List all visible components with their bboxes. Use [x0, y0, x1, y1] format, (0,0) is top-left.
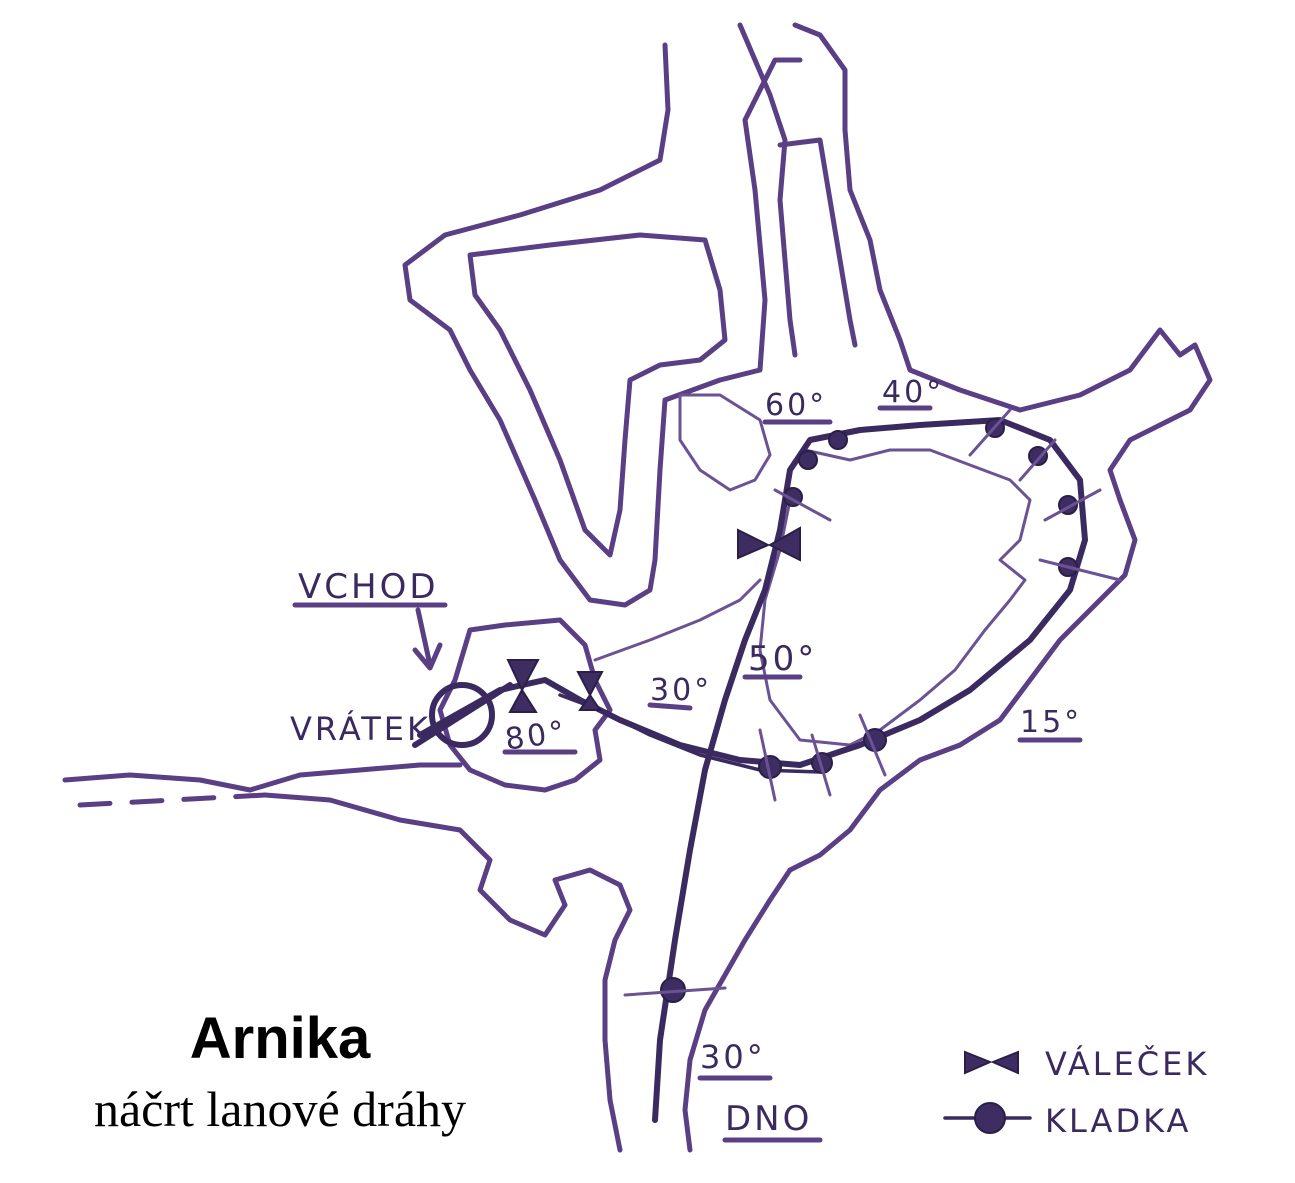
roller	[506, 659, 540, 713]
winch-label: VRÁTEK	[290, 710, 431, 748]
winch-axle	[412, 682, 513, 748]
angle-60-label: 60°	[765, 388, 827, 423]
entrance-arrow	[412, 607, 443, 671]
dashed-passage	[77, 792, 268, 808]
rope-main-loop	[417, 417, 1088, 1123]
entrance-label: VCHOD	[298, 567, 439, 607]
legend-pulley-label: KLADKA	[1045, 1102, 1191, 1140]
legend-roller-label: VÁLEČEK	[1045, 1044, 1209, 1083]
map-title: Arnika	[189, 1006, 371, 1071]
right-corridor-right-wall	[792, 22, 1023, 413]
pulley-supports	[623, 408, 1122, 997]
upper-chamber-outer-wall	[402, 42, 803, 608]
right-corridor-left-wall	[737, 22, 798, 358]
pulley	[828, 430, 848, 450]
bottom-label: DNO	[725, 1099, 812, 1139]
angle-30-upper-label: 30°	[650, 673, 712, 708]
connector-passage	[593, 578, 762, 662]
pulley	[798, 450, 818, 470]
rollers	[506, 526, 801, 713]
angle-30-lower-label: 30°	[700, 1038, 766, 1076]
angle-15-label: 15°	[1020, 705, 1082, 740]
upper-chamber-inner-wall	[467, 232, 728, 558]
winch-drum	[429, 682, 495, 748]
label-underlines	[292, 405, 1083, 1143]
lower-corridor-bottom-wall	[262, 792, 633, 1153]
angle-50-label: 50°	[748, 639, 817, 679]
lower-right-shaft-wall	[682, 867, 793, 1153]
roller	[576, 671, 604, 711]
right-branch-upper-wall	[1017, 327, 1213, 503]
angle-80-label: 80°	[503, 714, 569, 757]
cave-walls	[62, 22, 1213, 1153]
angle-40-label: 40°	[882, 375, 944, 410]
legend-pulley-icon	[974, 1102, 1006, 1134]
legend-roller-icon	[964, 1050, 1019, 1075]
right-branch-lower-wall	[787, 497, 1138, 873]
pulleys	[623, 408, 1122, 1003]
map-subtitle: náčrt lanové dráhy	[93, 1081, 467, 1137]
roller	[737, 526, 801, 562]
lower-corridor-top-wall	[62, 762, 463, 793]
middle-island-wall	[678, 393, 772, 492]
pulley	[1028, 446, 1048, 466]
legend: VÁLEČEK KLADKA	[943, 1044, 1209, 1140]
right-corridor-inner-wall	[777, 137, 858, 348]
